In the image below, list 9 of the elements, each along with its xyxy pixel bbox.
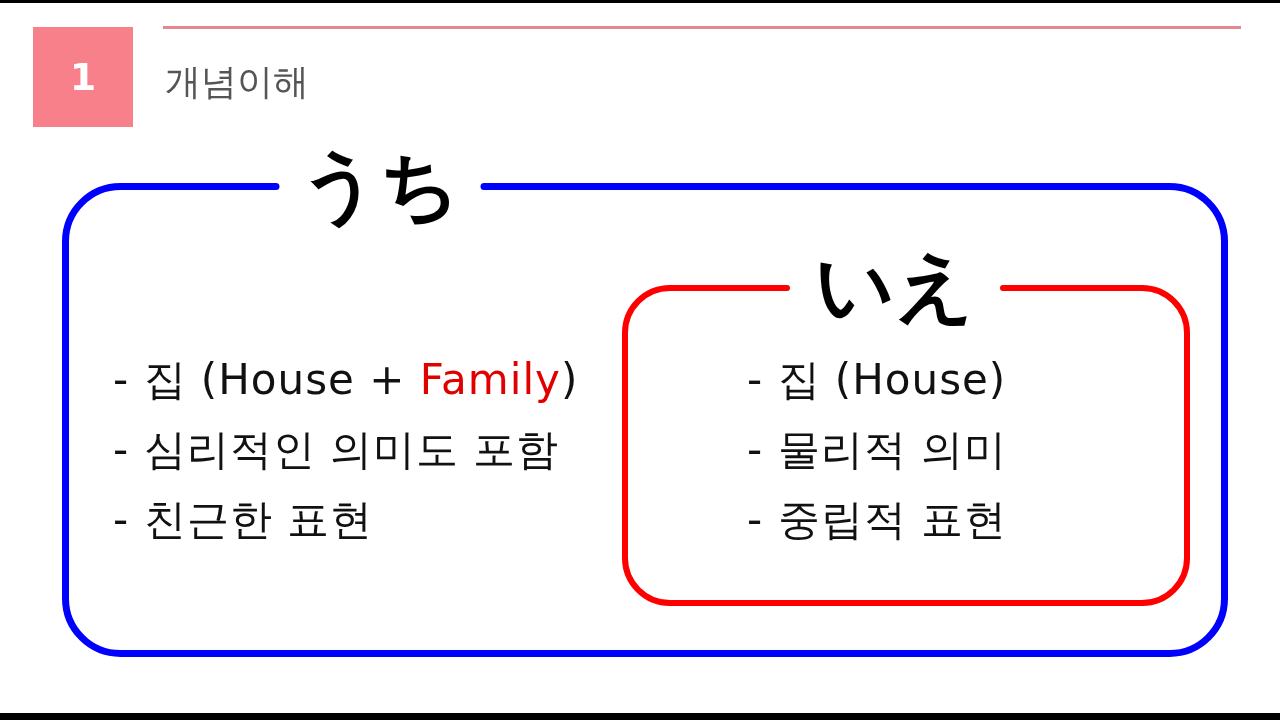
list-item: - 집 (House) xyxy=(747,355,1007,405)
box-heading: いえ xyxy=(815,247,975,325)
section-title: 개념이해 xyxy=(165,60,309,104)
list-item: - 물리적 의미 xyxy=(747,425,1007,475)
list-item: - 심리적인 의미도 포함 xyxy=(113,425,560,475)
list-item: - 집 (House + Family) xyxy=(113,355,579,405)
number-badge: 1 xyxy=(33,27,133,127)
list-item: - 친근한 표현 xyxy=(113,495,373,545)
list-item: - 중립적 표현 xyxy=(747,495,1007,545)
